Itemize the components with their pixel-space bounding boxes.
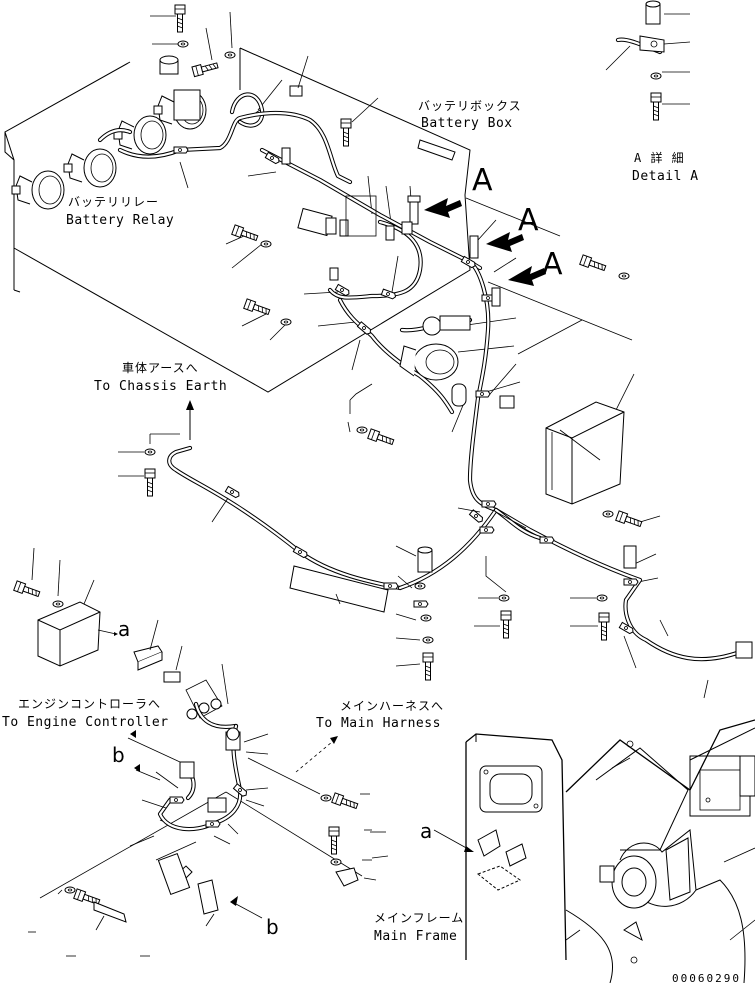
view-ref-a-lower-1: a — [118, 617, 130, 641]
view-ref-a-3: A — [542, 247, 563, 282]
engine-controller-label-en: To Engine Controller — [2, 715, 169, 730]
main-harness-label-en: To Main Harness — [316, 716, 441, 731]
wire-clamps — [173, 146, 501, 398]
chassis-earth-label-jp: 車体アースへ — [122, 361, 199, 375]
battery-relay-label-jp: バッテリリレー — [68, 195, 159, 209]
detail-a-label-en: Detail A — [632, 169, 699, 184]
top-hardware — [174, 4, 352, 147]
detail-a — [605, 0, 691, 121]
battery-box — [4, 47, 471, 393]
battery-relays — [11, 55, 207, 210]
view-ref-a-1: A — [472, 163, 493, 198]
battery-relay-label-en: Battery Relay — [66, 213, 174, 228]
main-frame-label-en: Main Frame — [374, 929, 457, 944]
starter-relay — [347, 315, 515, 448]
main-harness-link — [295, 736, 389, 887]
view-ref-b-1: b — [112, 743, 125, 767]
detail-a-label-jp: A 詳 細 — [634, 150, 685, 165]
view-arrows — [424, 198, 546, 286]
chassis-earth-label-en: To Chassis Earth — [94, 379, 227, 394]
engine-controller-assembly — [13, 547, 269, 957]
box-bolts — [231, 195, 630, 326]
battery-wiring — [97, 92, 499, 513]
main-frame-label-jp: メインフレーム — [374, 911, 464, 925]
controller-box — [545, 401, 644, 530]
drawing-number: 00060290 — [672, 972, 741, 983]
main-frame — [433, 719, 755, 984]
view-ref-a-2: A — [518, 203, 539, 238]
lower-harness — [118, 383, 753, 681]
engine-controller-label-jp: エンジンコントローラへ — [18, 697, 161, 711]
battery-box-label-jp: バッテリボックス — [418, 99, 522, 113]
view-ref-b-2: b — [266, 915, 279, 939]
main-harness-label-jp: メインハーネスへ — [340, 699, 444, 713]
battery-box-label-en: Battery Box — [421, 116, 513, 131]
view-ref-a-lower-2: a — [420, 819, 432, 843]
